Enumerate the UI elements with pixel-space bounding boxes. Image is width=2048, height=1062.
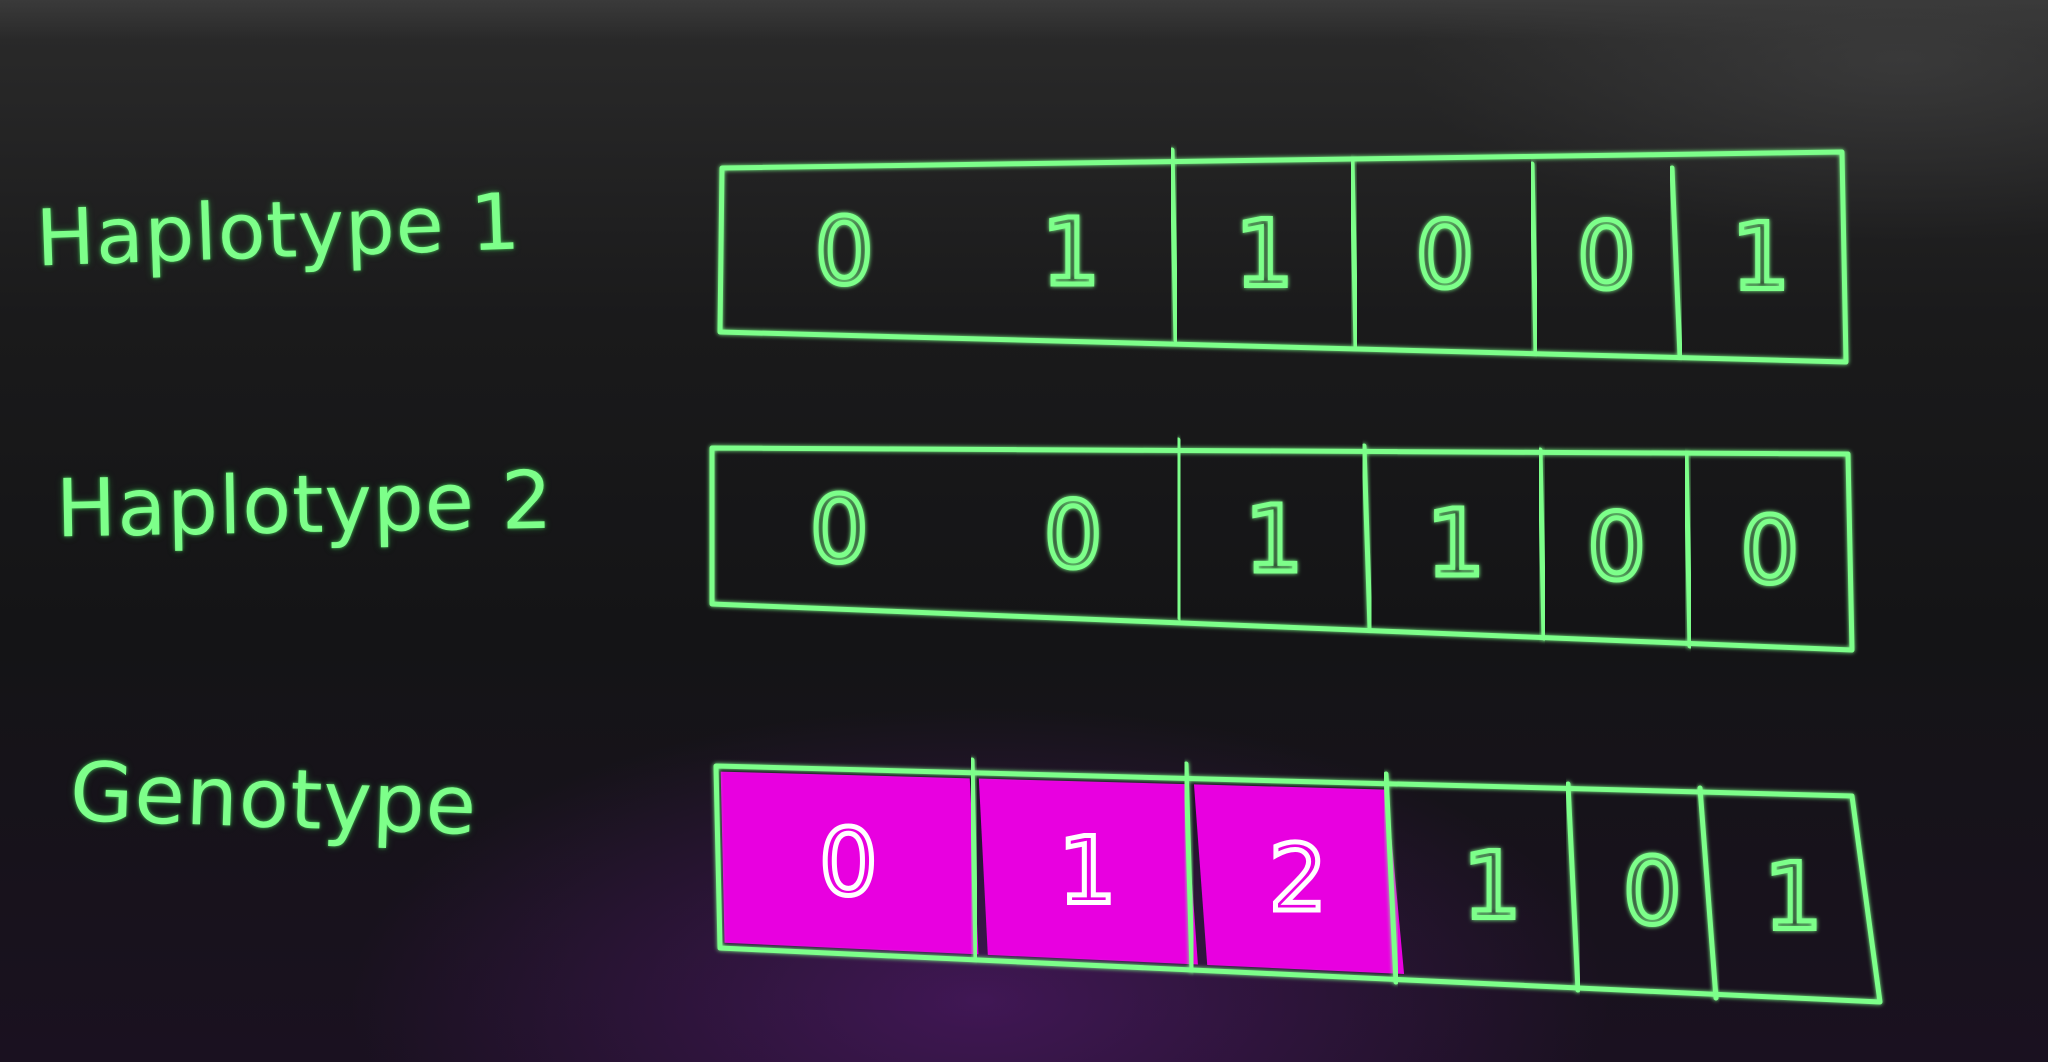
cell-value: 0	[1577, 203, 1636, 310]
cell-value: 1	[1245, 486, 1304, 593]
monitor-top-edge	[0, 0, 2048, 40]
cell-value: 1	[1042, 199, 1101, 306]
cell-value: 0	[1587, 494, 1646, 601]
cell-value: 2	[1269, 825, 1328, 932]
cell-value: 0	[1044, 481, 1103, 588]
cell-divider	[1683, 451, 1693, 649]
cell-divider	[1669, 165, 1683, 359]
highlighted-cell-fill	[720, 771, 979, 955]
cell-divider	[1565, 781, 1581, 993]
cell-divider	[1183, 761, 1195, 973]
highlighted-cell-fill	[1193, 784, 1405, 974]
row-outline	[717, 149, 1849, 365]
cell-value: 1	[1235, 200, 1294, 307]
cell-divider	[1169, 147, 1179, 343]
cell-value: 0	[819, 809, 878, 916]
cell-value: 0	[810, 476, 869, 583]
row-outline	[709, 445, 1855, 653]
cell-value: 0	[1416, 202, 1475, 309]
cell-divider	[1361, 443, 1373, 631]
cell-value: 1	[1764, 843, 1823, 950]
cell-divider	[1697, 785, 1719, 1001]
cell-value: 1	[1058, 818, 1117, 925]
cell-value: 0	[815, 198, 874, 305]
cell-divider	[1383, 771, 1399, 985]
cell-value: 0	[1741, 497, 1800, 604]
highlighted-cell-fill	[978, 778, 1198, 965]
cell-value: 1	[1427, 490, 1486, 597]
row-outline	[713, 763, 1883, 1005]
cell-divider	[1175, 437, 1183, 621]
cell-divider	[969, 757, 979, 961]
cell-divider	[1537, 447, 1547, 641]
cell-value: 1	[1463, 832, 1522, 939]
cell-value: 0	[1623, 838, 1682, 945]
cell-value: 1	[1732, 203, 1791, 310]
cell-divider	[1349, 157, 1359, 349]
cell-divider	[1529, 161, 1539, 355]
